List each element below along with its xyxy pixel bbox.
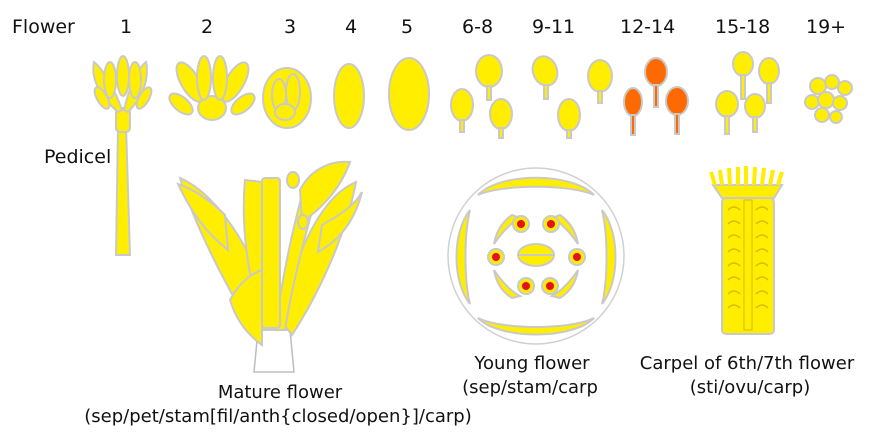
flower-stage-2 — [166, 56, 258, 120]
flower-stage-9-11 — [529, 53, 612, 138]
carpel-parts: (sti/ovu/carp) — [680, 377, 820, 400]
flower-stage-6-8 — [451, 55, 512, 138]
flower-stage-12-14 — [624, 58, 688, 135]
young-flower-parts: (sep/stam/carp — [440, 377, 620, 400]
flower-stage-1 — [92, 56, 155, 255]
mature-flower-parts: (sep/pet/stam[fil/anth{closed/open}]/car… — [38, 406, 518, 429]
flower-stage-3 — [263, 68, 311, 128]
flower-stage-15-18 — [716, 52, 779, 134]
mature-flower-illustration — [178, 162, 362, 372]
mature-flower-title: Mature flower — [190, 382, 370, 405]
carpel-illustration — [711, 166, 782, 334]
carpel-title: Carpel of 6th/7th flower — [618, 353, 876, 376]
flower-stage-4 — [334, 64, 364, 128]
young-flower-title: Young flower — [452, 353, 612, 376]
young-flower-illustration — [448, 168, 624, 344]
flower-stage-19-plus — [805, 75, 852, 123]
flower-stage-5 — [389, 58, 429, 130]
